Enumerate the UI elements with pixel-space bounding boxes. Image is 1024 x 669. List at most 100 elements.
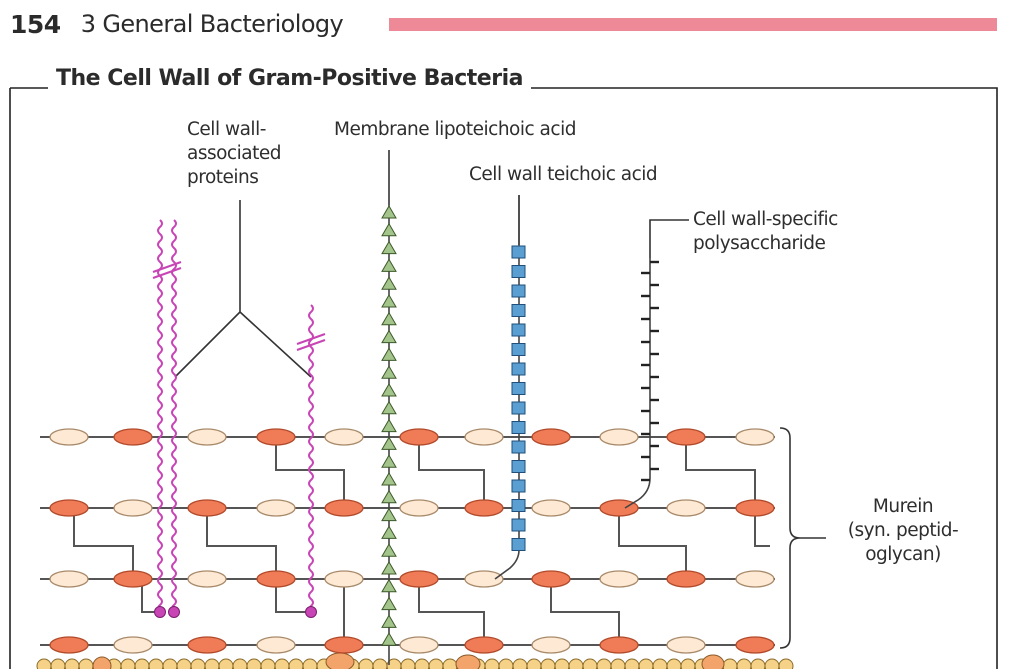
- glycan-unit-light: [256, 499, 296, 517]
- lipid-head: [120, 658, 136, 669]
- label-line: proteins: [187, 167, 259, 188]
- glycan-unit-light: [531, 499, 571, 517]
- lipid-head: [596, 658, 612, 669]
- glycan-unit-dark: [531, 428, 571, 446]
- lipid-head: [638, 658, 654, 669]
- glycan-unit-dark: [49, 636, 89, 654]
- lipid-head: [666, 658, 682, 669]
- glycan-unit-dark: [464, 636, 504, 654]
- cell-membrane: [36, 652, 794, 669]
- lipid-head: [302, 658, 318, 669]
- teichoic-unit: [511, 479, 526, 493]
- peptide-link: [550, 579, 620, 645]
- glycan-unit-dark: [256, 428, 296, 446]
- label-cell-wall-proteins: Cell wall- associated proteins: [187, 118, 281, 190]
- membrane-protein: [701, 654, 725, 669]
- glycan-unit-light: [324, 570, 364, 588]
- lipoteichoic-unit: [381, 525, 397, 539]
- teichoic-unit: [511, 538, 526, 551]
- teichoic-unit: [511, 518, 526, 532]
- lipid-head: [36, 658, 52, 669]
- glycan-unit-dark: [256, 570, 296, 588]
- protein-anchor: [154, 606, 166, 618]
- header-accent-bar: [389, 18, 997, 31]
- teichoic-unit: [511, 499, 526, 512]
- chapter-title: 3 General Bacteriology: [80, 10, 344, 38]
- lipid-head: [274, 658, 290, 669]
- glycan-unit-light: [49, 570, 89, 588]
- lipid-head: [288, 658, 304, 669]
- glycan-unit-dark: [666, 428, 706, 446]
- lipoteichoic-unit: [381, 365, 397, 379]
- glycan-unit-dark: [187, 636, 227, 654]
- lipid-head: [582, 658, 598, 669]
- lipid-head: [764, 658, 780, 669]
- glycan-strands: [36, 428, 794, 669]
- teichoic-unit: [511, 343, 526, 356]
- peptide-link: [73, 508, 134, 579]
- peptide-link: [275, 579, 311, 613]
- label-line: polysaccharide: [693, 233, 826, 254]
- lipid-head: [512, 658, 528, 669]
- glycan-unit-light: [531, 636, 571, 654]
- protein-anchor: [168, 606, 180, 618]
- teichoic-unit: [511, 421, 526, 434]
- lipoteichoic-unit: [381, 561, 397, 575]
- page-number: 154: [10, 9, 61, 39]
- glycan-unit-light: [666, 499, 706, 517]
- glycan-unit-light: [735, 570, 775, 588]
- lipid-head: [484, 658, 500, 669]
- glycan-unit-dark: [187, 499, 227, 517]
- lipid-head: [778, 658, 794, 669]
- peptide-link: [206, 508, 277, 579]
- lipid-head: [64, 658, 80, 669]
- lipoteichoic-unit: [381, 347, 397, 361]
- glycan-unit-dark: [399, 570, 439, 588]
- cell-wall-protein: [171, 219, 177, 613]
- glycan-unit-light: [464, 428, 504, 446]
- teichoic-unit: [511, 401, 526, 415]
- lipid-head: [50, 658, 66, 669]
- peptide-link: [418, 437, 485, 508]
- label-cell-wall-polysaccharide: Cell wall-specific polysaccharide: [693, 208, 838, 256]
- lipoteichoic-unit: [381, 614, 397, 628]
- peptide-link: [418, 579, 485, 645]
- lipoteichoic-unit: [381, 383, 397, 397]
- cell-wall-protein: [157, 219, 163, 613]
- label-line: Cell wall-specific: [693, 209, 838, 230]
- lipoteichoic-unit: [381, 258, 397, 272]
- lipoteichoic-unit: [381, 222, 397, 237]
- glycan-unit-dark: [735, 636, 775, 654]
- glycan-unit-light: [187, 428, 227, 446]
- lipid-head: [78, 658, 94, 669]
- lipid-head: [680, 658, 696, 669]
- teichoic-unit: [511, 382, 526, 395]
- label-murein: Murein (syn. peptid- oglycan): [828, 495, 978, 567]
- teichoic-unit: [511, 323, 526, 337]
- glycan-unit-dark: [599, 636, 639, 654]
- lipoteichoic-unit: [381, 294, 397, 308]
- glycan-unit-light: [49, 428, 89, 446]
- label-line: Cell wall-: [187, 119, 266, 140]
- glycan-unit-dark: [464, 499, 504, 517]
- lipid-head: [526, 658, 542, 669]
- teichoic-unit: [511, 245, 526, 259]
- glycan-unit-dark: [735, 499, 775, 517]
- lipoteichoic-unit: [381, 632, 397, 646]
- lipoteichoic-unit: [381, 578, 397, 593]
- peptide-link: [754, 508, 770, 547]
- teichoic-unit: [511, 460, 526, 473]
- surface-polymers: [152, 195, 659, 665]
- figure-title: The Cell Wall of Gram-Positive Bacteria: [48, 66, 531, 91]
- glycan-unit-light: [113, 636, 153, 654]
- lipid-head: [540, 658, 556, 669]
- peptide-link: [618, 508, 687, 579]
- protein-anchor: [305, 606, 317, 618]
- lipid-head: [554, 658, 570, 669]
- glycan-unit-dark: [531, 570, 571, 588]
- lipid-head: [736, 658, 752, 669]
- lipid-head: [652, 658, 668, 669]
- glycan-unit-light: [599, 570, 639, 588]
